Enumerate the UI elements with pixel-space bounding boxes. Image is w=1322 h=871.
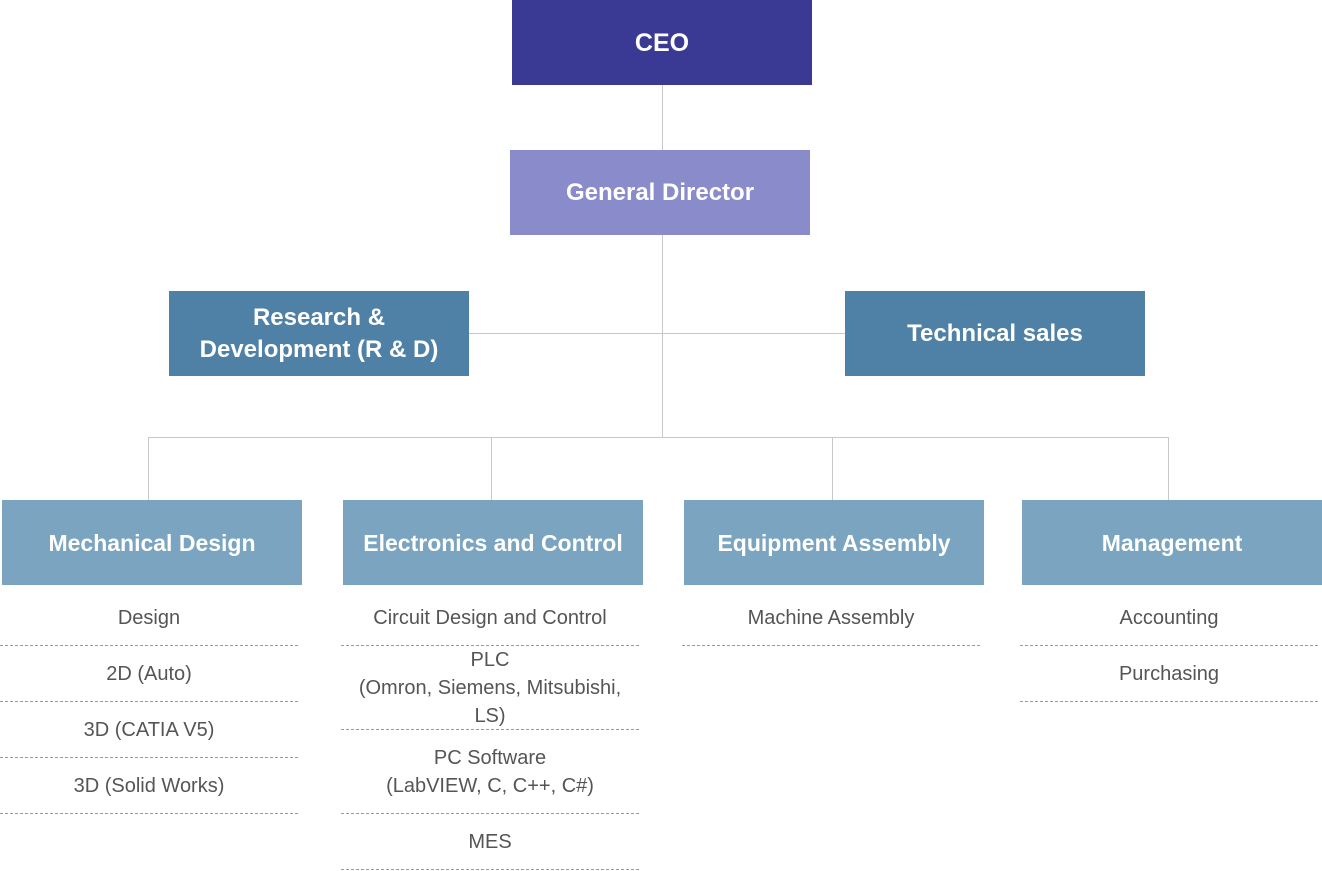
list-item: Design bbox=[0, 591, 298, 646]
list-item: Accounting bbox=[1020, 591, 1318, 646]
list-item: Machine Assembly bbox=[682, 591, 980, 646]
general-director-label: General Director bbox=[565, 178, 755, 206]
list-item: PLC (Omron, Siemens, Mitsubishi, LS) bbox=[341, 647, 639, 730]
list-item: 3D (CATIA V5) bbox=[0, 703, 298, 758]
department-label: Electronics and Control bbox=[363, 529, 623, 556]
mechanical-design-items: Design 2D (Auto) 3D (CATIA V5) 3D (Solid… bbox=[0, 591, 298, 815]
list-item: MES bbox=[341, 815, 639, 870]
research-development-label-line2: Development (R & D) bbox=[199, 335, 439, 363]
list-item: Circuit Design and Control bbox=[341, 591, 639, 646]
ceo-label: CEO bbox=[634, 28, 690, 57]
list-item: 2D (Auto) bbox=[0, 647, 298, 702]
department-label: Mechanical Design bbox=[48, 529, 256, 556]
general-director-node: General Director bbox=[510, 150, 810, 235]
list-item: PC Software (LabVIEW, C, C++, C#) bbox=[341, 731, 639, 814]
connector-dept-3 bbox=[1168, 437, 1169, 500]
ceo-node: CEO bbox=[512, 0, 812, 85]
connector-dept-2 bbox=[832, 437, 833, 500]
management-items: Accounting Purchasing bbox=[1020, 591, 1318, 703]
connector-ceo-gd bbox=[662, 85, 663, 150]
technical-sales-node: Technical sales bbox=[845, 291, 1145, 376]
department-electronics-control: Electronics and Control bbox=[343, 500, 643, 585]
electronics-control-items: Circuit Design and Control PLC (Omron, S… bbox=[341, 591, 639, 871]
department-management: Management bbox=[1022, 500, 1322, 585]
research-development-node: Research & Development (R & D) bbox=[169, 291, 469, 376]
department-equipment-assembly: Equipment Assembly bbox=[684, 500, 984, 585]
department-label: Equipment Assembly bbox=[717, 529, 951, 556]
connector-dept-0 bbox=[148, 437, 149, 500]
connector-dept-horizontal bbox=[148, 437, 1169, 438]
connector-branch-horizontal bbox=[469, 333, 845, 334]
connector-trunk bbox=[662, 235, 663, 437]
equipment-assembly-items: Machine Assembly bbox=[682, 591, 980, 647]
research-development-label-line1: Research & bbox=[252, 303, 386, 331]
connector-dept-1 bbox=[491, 437, 492, 500]
list-item: 3D (Solid Works) bbox=[0, 759, 298, 814]
department-label: Management bbox=[1101, 529, 1243, 556]
department-mechanical-design: Mechanical Design bbox=[2, 500, 302, 585]
technical-sales-label: Technical sales bbox=[907, 319, 1083, 347]
list-item: Purchasing bbox=[1020, 647, 1318, 702]
